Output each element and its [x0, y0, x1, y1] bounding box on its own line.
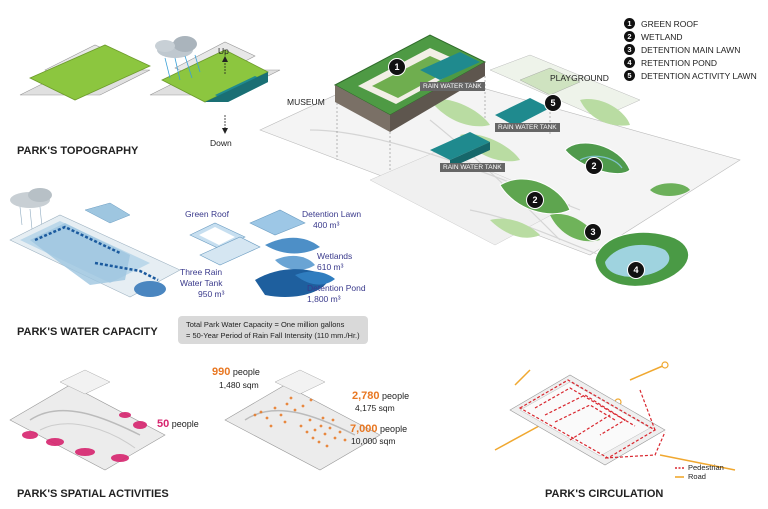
activity-d-label: 7,000 people: [350, 423, 407, 435]
marker-2a: 2: [585, 157, 603, 175]
legend-item: 4 RETENTION POND: [624, 56, 757, 69]
marker-4: 4: [627, 261, 645, 279]
total-capacity-box: Total Park Water Capacity = One million …: [178, 316, 368, 344]
activity-d-unit: people: [380, 424, 408, 434]
legend-label: DETENTION MAIN LAWN: [641, 44, 741, 55]
museum-label: MUSEUM: [287, 97, 325, 107]
water-capacity-section: Green Roof Detention Lawn 400 m³ Wetland…: [0, 185, 390, 355]
total-capacity-line-2: = 50-Year Period of Rain Fall Intensity …: [186, 331, 360, 340]
water-storage-diagram: [189, 209, 335, 297]
legend-label: RETENTION POND: [641, 57, 718, 68]
circulation-title: PARK'S CIRCULATION: [545, 488, 664, 500]
activity-a-count: 50: [157, 418, 170, 430]
activity-c-label: 2,780 people: [352, 390, 409, 402]
activity-c-unit: people: [382, 391, 410, 401]
activity-b-label: 990 people: [212, 366, 260, 378]
wetlands-label: Wetlands: [317, 251, 353, 261]
water-flow-diagram: [9, 188, 181, 298]
green-roof-label: Green Roof: [185, 209, 229, 219]
legend-item: 2 WETLAND: [624, 30, 757, 43]
down-label: Down: [210, 138, 232, 148]
legend-item: 3 DETENTION MAIN LAWN: [624, 43, 757, 56]
rain-water-tank-label-3: RAIN WATER TANK: [440, 163, 505, 172]
pedestrian-legend-label: Pedestrian: [688, 463, 724, 472]
topography-section: Up Down PARK'S TOPOGRAPHY: [0, 0, 281, 170]
road-legend-label: Road: [688, 472, 706, 481]
activities-diagram-b: [224, 369, 381, 471]
wetlands-value: 610 m³: [317, 262, 344, 272]
legend-number: 4: [624, 57, 635, 68]
activity-d-count: 7,000: [350, 423, 378, 435]
rain-water-tank-label-1: RAIN WATER TANK: [420, 82, 485, 91]
marker-1: 1: [388, 58, 406, 76]
up-label: Up: [218, 46, 229, 56]
marker-3: 3: [584, 223, 602, 241]
total-capacity-line-1: Total Park Water Capacity = One million …: [186, 320, 345, 329]
topography-flat-diagram: [19, 44, 151, 101]
tank-label-1: Three Rain: [180, 267, 223, 277]
activity-c-area: 4,175 sqm: [355, 403, 395, 413]
legend-label: WETLAND: [641, 31, 683, 42]
activity-d-area: 10,000 sqm: [351, 436, 396, 446]
tank-label-2: Water Tank: [180, 278, 223, 288]
main-plan-section: MUSEUM PLAYGROUND RAIN WATER TANK RAIN W…: [259, 10, 768, 310]
legend-number: 3: [624, 44, 635, 55]
activities-section: 50 people 990 people 1,480 sqm 2,780 peo…: [0, 360, 480, 509]
circulation-section: Pedestrian Road PARK'S CIRCULATION: [490, 360, 768, 509]
rain-water-tank-label-2: RAIN WATER TANK: [495, 123, 560, 132]
tank-value: 950 m³: [198, 289, 225, 299]
legend-item: 1 GREEN ROOF: [624, 17, 757, 30]
activity-b-count: 990: [212, 366, 231, 378]
legend: 1 GREEN ROOF 2 WETLAND 3 DETENTION MAIN …: [624, 17, 757, 82]
detention-lawn-label: Detention Lawn: [302, 209, 362, 219]
activity-b-unit: people: [232, 367, 260, 377]
legend-number: 2: [624, 31, 635, 42]
topography-title: PARK'S TOPOGRAPHY: [17, 145, 139, 157]
pond-label: Detention Pond: [307, 283, 366, 293]
legend-number: 5: [624, 70, 635, 81]
activity-a-label: 50 people: [157, 418, 199, 430]
activity-c-count: 2,780: [352, 390, 380, 402]
activities-title: PARK'S SPATIAL ACTIVITIES: [17, 488, 169, 500]
activities-diagram-a: [9, 369, 166, 471]
marker-2b: 2: [526, 191, 544, 209]
activity-a-unit: people: [171, 419, 199, 429]
circulation-diagram: [494, 361, 736, 478]
pond-value: 1,800 m³: [307, 294, 341, 304]
topography-slope-diagram: [149, 36, 281, 134]
legend-label: GREEN ROOF: [641, 18, 699, 29]
legend-item: 5 DETENTION ACTIVITY LAWN: [624, 69, 757, 82]
detention-lawn-value: 400 m³: [313, 220, 340, 230]
legend-label: DETENTION ACTIVITY LAWN: [641, 70, 757, 81]
water-capacity-title: PARK'S WATER CAPACITY: [17, 326, 158, 338]
legend-number: 1: [624, 18, 635, 29]
playground-label: PLAYGROUND: [550, 73, 609, 83]
main-plan-diagram: [259, 34, 741, 287]
activity-b-area: 1,480 sqm: [219, 380, 259, 390]
marker-5: 5: [544, 94, 562, 112]
